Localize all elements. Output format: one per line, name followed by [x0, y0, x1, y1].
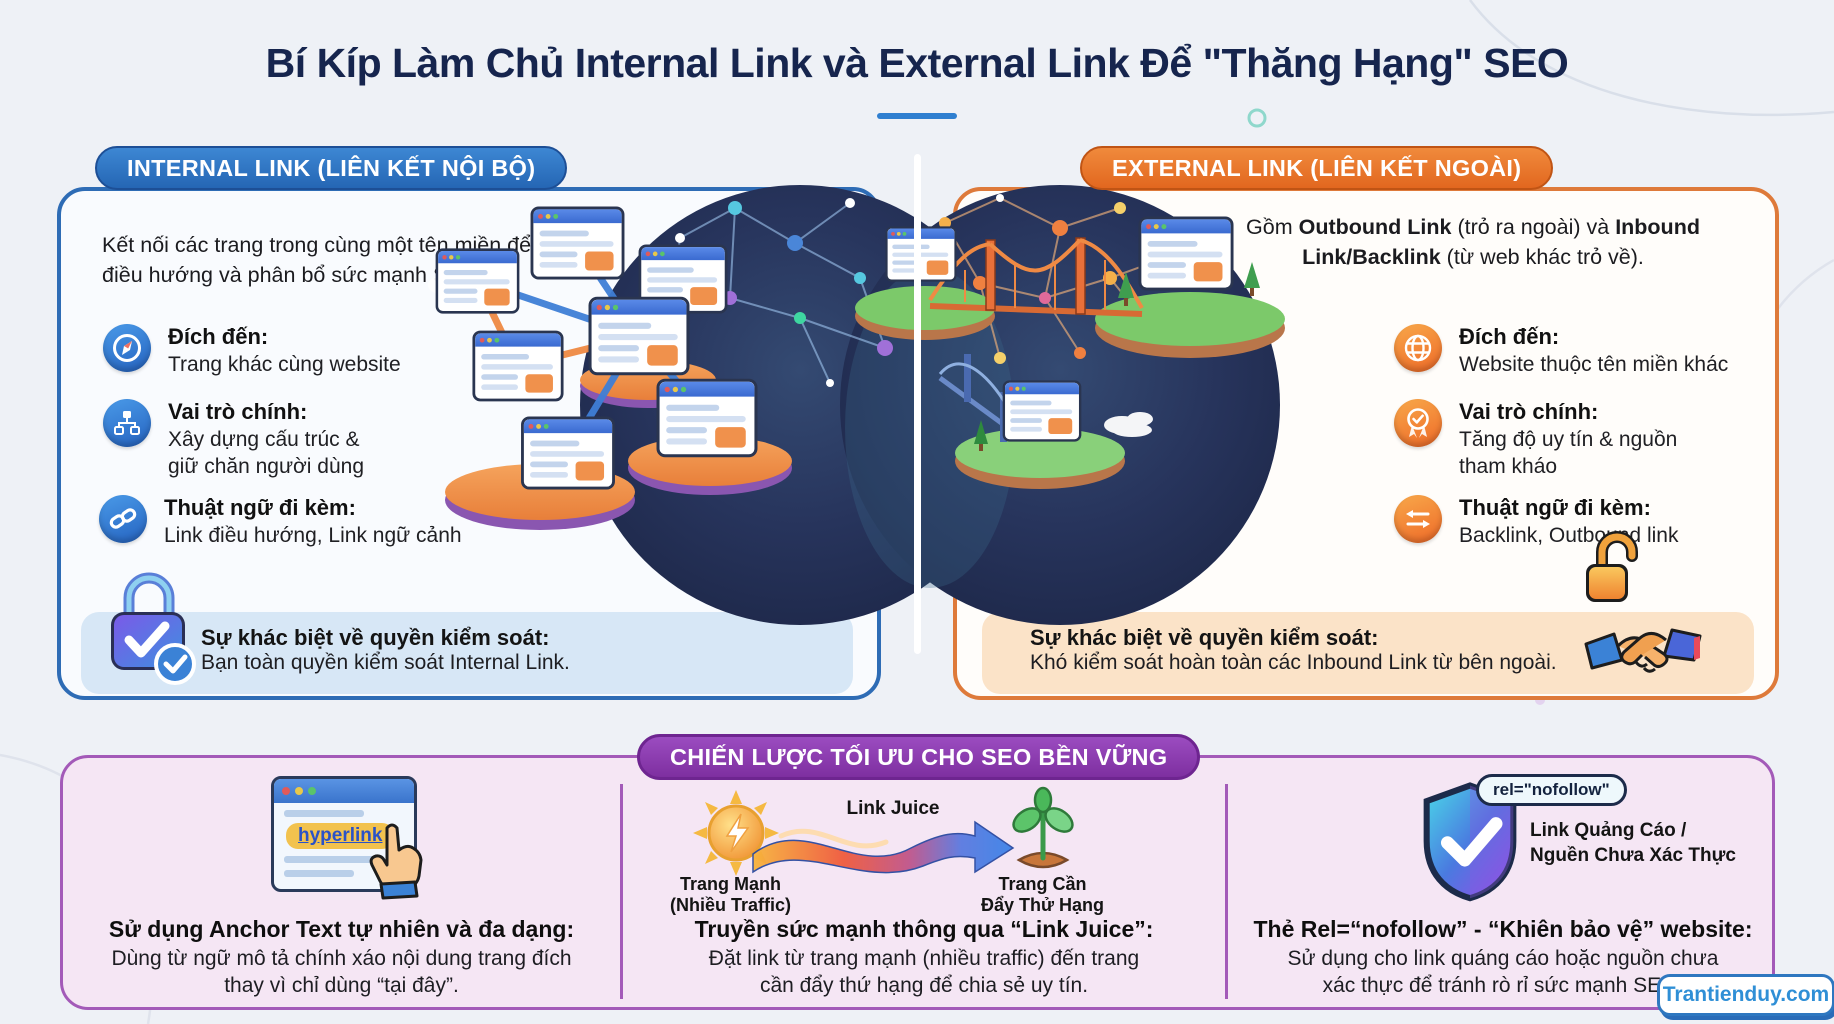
external-item-destination: Đích đến: Website thuộc tên miền khác: [1394, 324, 1728, 379]
watermark-link[interactable]: Trantienduy.com: [1657, 974, 1834, 1016]
callout-text: Khó kiểm soát hoàn toàn các Inbound Link…: [1030, 651, 1557, 674]
text-line: [284, 870, 354, 877]
internal-item-destination: Đích đến: Trang khác cùng website: [103, 324, 401, 379]
external-item-terms: Thuật ngữ đi kèm: Backlink, Outbound lin…: [1394, 495, 1678, 550]
window-dot-yellow: [295, 787, 303, 795]
external-control-callout: Sự khác biệt về quyền kiểm soát: Khó kiể…: [982, 531, 1754, 694]
hand-cursor-icon: [363, 820, 433, 905]
ranking-page-label: Trang Cần Đẩy Thử Hạng: [980, 874, 1105, 916]
handshake-icon: [1584, 606, 1702, 707]
open-padlock-icon: [1580, 526, 1646, 615]
strategy-body: Đặt link từ trang mạnh (nhiều traffic) đ…: [708, 947, 1140, 997]
item-label: Thuật ngữ đi kèm:: [1459, 495, 1651, 520]
strategy-heading: Thẻ Rel=“nofollow” - “Khiên bảo vệ” webs…: [1253, 916, 1753, 942]
column-divider: [620, 784, 623, 999]
callout-text: Bạn toàn quyền kiểm soát Internal Link.: [201, 651, 570, 674]
shield-check-icon: [1418, 780, 1522, 907]
callout-label: Sự khác biệt về quyền kiểm soát:: [1030, 625, 1379, 650]
swap-arrows-icon: [1394, 495, 1442, 543]
internal-item-terms: Thuật ngữ đi kèm: Link điều hướng, Link …: [99, 495, 462, 550]
external-link-header: EXTERNAL LINK (LIÊN KẾT NGOÀI): [1080, 146, 1554, 190]
strategy-body: Dùng từ ngữ mô tả chính xáo nội dung tra…: [111, 947, 572, 997]
item-text: Xây dựng cấu trúc & giữ chăn người dùng: [168, 428, 365, 478]
strategy-header: CHIẾN LƯỢC TỐI ƯU CHO SEO BỀN VỮNG: [637, 734, 1201, 780]
title-underline: [877, 113, 957, 119]
item-label: Đích đến:: [1459, 324, 1560, 349]
globe-icon: [1394, 324, 1442, 372]
nofollow-badge: rel="nofollow": [1476, 774, 1627, 806]
text-line: [284, 856, 384, 863]
item-text: Backlink, Outbound link: [1459, 524, 1679, 548]
sprout-icon: [1005, 780, 1081, 877]
strategy-link-juice: Link Juice Trang Mạnh (Nhiều Traffic) Tr…: [623, 758, 1225, 1007]
compass-icon: [103, 324, 151, 372]
item-label: Đích đến:: [168, 324, 269, 349]
window-dot-red: [282, 787, 290, 795]
internal-link-panel: Kết nối các trang trong cùng một tên miề…: [57, 187, 881, 700]
strong-page-label: Trang Mạnh (Nhiều Traffic): [669, 874, 791, 916]
link-juice-label: Link Juice: [846, 798, 940, 819]
item-label: Vai trò chính:: [1459, 399, 1599, 424]
column-divider: [1225, 784, 1228, 999]
hyperlink-label: hyperlink: [286, 823, 395, 849]
strategy-body: Sử dụng cho link quáng cáo hoặc nguồn ch…: [1287, 947, 1719, 997]
browser-titlebar: [274, 779, 414, 803]
lock-check-icon: [103, 554, 199, 701]
strategy-anchor-text: hyperlink Sử dụng Anchor Text tự nhiên v…: [63, 758, 620, 1007]
internal-item-role: Vai trò chính: Xây dựng cấu trúc & giữ c…: [103, 399, 364, 480]
callout-label: Sự khác biệt về quyền kiểm soát:: [201, 625, 550, 650]
chain-link-icon: [99, 495, 147, 543]
item-text: Website thuộc tên miền khác: [1459, 353, 1729, 377]
medal-icon: [1394, 399, 1442, 447]
page-title: Bí Kíp Làm Chủ Internal Link và External…: [265, 40, 1569, 86]
sitemap-icon: [103, 399, 151, 447]
internal-link-header: INTERNAL LINK (LIÊN KẾT NỘI BỘ): [95, 146, 568, 190]
external-item-role: Vai trò chính: Tăng độ uy tín & nguồn th…: [1394, 399, 1677, 480]
shield-caption: Link Quảng Cáo / Nguền Chưa Xác Thực: [1530, 820, 1736, 867]
internal-control-callout: Sự khác biệt về quyền kiểm soát: Bạn toà…: [81, 572, 853, 694]
item-text: Tăng độ uy tín & nguồn tham kháo: [1459, 428, 1678, 478]
item-text: Link điều hướng, Link ngữ cảnh: [164, 524, 462, 548]
item-label: Vai trò chính:: [168, 399, 308, 424]
strategy-heading: Truyền sức mạnh thông qua “Link Juice”:: [694, 916, 1154, 942]
strategy-heading: Sử dụng Anchor Text tự nhiên và đa dạng:: [108, 916, 575, 942]
link-juice-arrow: [751, 806, 1019, 897]
external-link-panel: Gồm Outbound Link (trỏ ra ngoài) và Inbo…: [953, 187, 1779, 700]
external-intro: Gồm Outbound Link (trỏ ra ngoài) và Inbo…: [1246, 215, 1700, 269]
window-dot-green: [308, 787, 316, 795]
strategy-panel: hyperlink Sử dụng Anchor Text tự nhiên v…: [60, 755, 1775, 1010]
text-line: [284, 810, 364, 817]
item-text: Trang khác cùng website: [168, 353, 401, 377]
internal-intro: Kết nối các trang trong cùng một tên miề…: [102, 233, 532, 287]
item-label: Thuật ngữ đi kèm:: [164, 495, 356, 520]
sun-traffic-icon: [693, 790, 779, 881]
strategy-nofollow: rel="nofollow" Link Quảng Cáo / Nguền Ch…: [1228, 758, 1778, 1007]
